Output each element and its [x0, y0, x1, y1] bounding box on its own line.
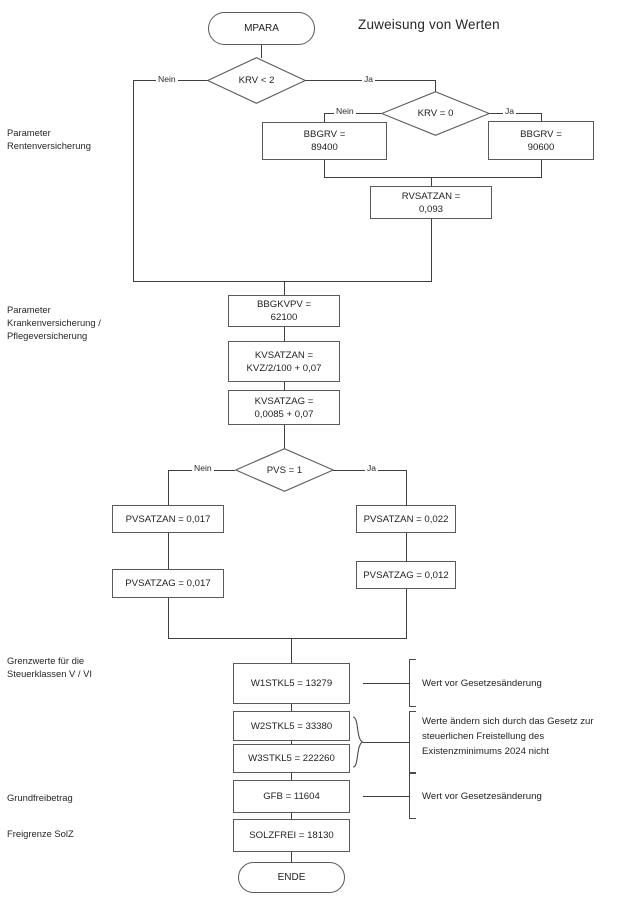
connector-bbgrv-merge-bar — [324, 177, 542, 178]
node-pvsatzan-ja[interactable]: PVSATZAN = 0,022 — [356, 505, 456, 533]
connector-solzfrei-to-end — [291, 851, 292, 863]
edge-label-krv2-nein: Nein — [156, 74, 178, 84]
annotation-bracket-w1stkl5 — [409, 659, 416, 707]
connector-krv2-nein-join — [133, 281, 284, 282]
annotation-bracket-gfb — [409, 773, 416, 819]
connector-krv0-nein-v — [324, 113, 325, 122]
connector-pvs-merge-bar — [168, 638, 407, 639]
edge-label-krv0-ja: Ja — [503, 106, 517, 116]
connector-w3-to-gfb — [291, 772, 292, 780]
node-gfb[interactable]: GFB = 11604 — [233, 780, 350, 813]
connector-w1-to-w2 — [291, 703, 292, 712]
annotation-text-w2-w3stkl5: Werte ändern sich durch das Gesetz zur s… — [422, 716, 594, 757]
edge-label-pvs-ja: Ja — [365, 463, 379, 473]
connector-gfb-to-solzfrei — [291, 812, 292, 819]
connector-merge-to-rvsatzan — [431, 177, 432, 186]
connector-w2-to-w3 — [291, 740, 292, 745]
edge-label-pvs-nein: Nein — [192, 463, 214, 473]
connector-rvsatzan-join — [284, 281, 432, 282]
node-solzfrei[interactable]: SOLZFREI = 18130 — [233, 819, 350, 852]
connector-kvsatzan-to-kvsatzag — [284, 382, 285, 390]
connector-bbgrv89400-down — [324, 160, 325, 177]
connector-bbgkvpv-to-kvsatzan — [284, 327, 285, 341]
connector-bbgrv90600-down — [541, 160, 542, 177]
connector-pvs-nein-v — [168, 470, 169, 505]
node-w1stkl5[interactable]: W1STKL5 = 13279 — [233, 663, 350, 704]
side-label-freigrenze-solz: Freigrenze SolZ — [7, 828, 74, 839]
connector-rvsatzan-down — [431, 219, 432, 281]
node-pvsatzan-nein[interactable]: PVSATZAN = 0,017 — [112, 505, 224, 533]
node-bbgkvpv[interactable]: BBGKVPV = 62100 — [228, 295, 340, 327]
side-label-parameter-kranken-pflegeversicherung: Parameter Krankenversicherung / Pflegeve… — [7, 304, 101, 341]
annotation-lead-w1stkl5 — [363, 683, 409, 684]
node-start[interactable]: MPARA — [208, 12, 315, 45]
node-bbgrv-89400[interactable]: BBGRV = 89400 — [262, 122, 387, 160]
side-label-grundfreibetrag: Grundfreibetrag — [7, 792, 73, 803]
connector-krv0-ja-v — [541, 113, 542, 122]
node-kvsatzan[interactable]: KVSATZAN = KVZ/2/100 + 0,07 — [228, 341, 340, 382]
connector-merge-to-w1stkl5 — [291, 638, 292, 663]
side-label-parameter-rentenversicherung: Parameter Rentenversicherung — [7, 127, 91, 151]
connector-pvsatzan-nein-to-pvsatzag-nein — [168, 532, 169, 570]
connector-pvs-ja-v — [406, 470, 407, 505]
annotation-lead-gfb — [363, 796, 409, 797]
edge-label-krv2-ja: Ja — [362, 74, 376, 84]
annotation-bracket-w2-w3stkl5 — [409, 711, 416, 773]
annotation-curly-w2-w3stkl5 — [352, 716, 364, 768]
node-bbgrv-90600[interactable]: BBGRV = 90600 — [488, 121, 594, 160]
node-pvsatzag-ja[interactable]: PVSATZAG = 0,012 — [356, 561, 456, 589]
side-label-grenzwerte-steuerklassen: Grenzwerte für die Steuerklassen V / VI — [7, 655, 92, 679]
connector-krv2-nein-v — [133, 80, 134, 281]
node-w2stkl5[interactable]: W2STKL5 = 33380 — [233, 711, 350, 741]
connector-start-to-krv2 — [261, 44, 262, 58]
node-w3stkl5[interactable]: W3STKL5 = 222260 — [233, 744, 350, 773]
connector-pvsatzan-ja-to-pvsatzag-ja — [406, 532, 407, 561]
annotation-lead-w2-w3stkl5 — [363, 742, 409, 743]
connector-pvsatzag-nein-down — [168, 597, 169, 638]
connector-join-to-bbgkvpv — [284, 281, 285, 295]
annotation-text-w1stkl5: Wert vor Gesetzesänderung — [422, 678, 542, 689]
edge-label-krv0-nein: Nein — [334, 106, 356, 116]
node-rvsatzan[interactable]: RVSATZAN = 0,093 — [370, 186, 492, 219]
diagram-title: Zuweisung von Werten — [358, 17, 500, 32]
node-end[interactable]: ENDE — [238, 862, 345, 893]
node-decision-krv-lt-2[interactable]: KRV < 2 — [207, 57, 306, 104]
connector-kvsatzag-to-pvs — [284, 425, 285, 459]
annotation-text-gfb: Wert vor Gesetzesänderung — [422, 791, 542, 802]
node-decision-krv-eq-0[interactable]: KRV = 0 — [381, 91, 490, 136]
node-decision-pvs-eq-1[interactable]: PVS = 1 — [235, 448, 334, 492]
node-kvsatzag[interactable]: KVSATZAG = 0,0085 + 0,07 — [228, 390, 340, 425]
connector-pvsatzag-ja-down — [406, 588, 407, 638]
node-pvsatzag-nein[interactable]: PVSATZAG = 0,017 — [112, 569, 224, 598]
connector-krv2-ja-v — [435, 80, 436, 92]
